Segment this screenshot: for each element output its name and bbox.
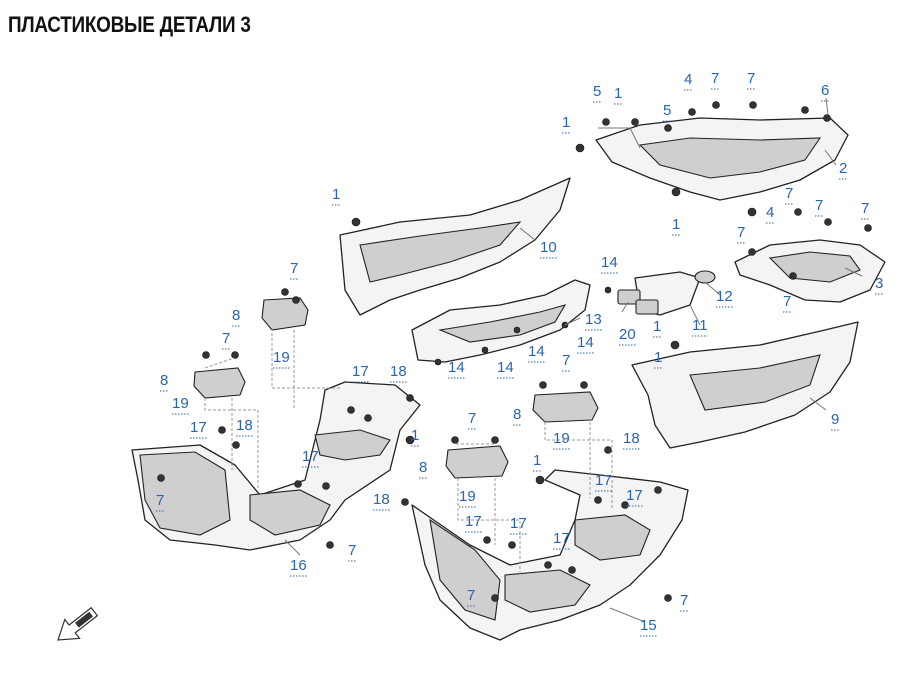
part-16-left-footwell [131,381,421,551]
callout-6: 6 [821,82,829,99]
fastener-set [157,101,872,602]
leader-lines [204,97,863,623]
callout-5: 5 [593,83,601,100]
callout-7: 7 [861,200,869,217]
part-11-cover [617,270,716,316]
callout-1: 1 [411,427,419,444]
callout-3: 3 [875,275,883,292]
callout-14: 14 [528,343,545,360]
callout-1: 1 [614,85,622,102]
callout-19: 19 [459,488,476,505]
callout-4: 4 [766,204,774,221]
part-10-side-panel [339,177,571,316]
callout-7: 7 [815,197,823,214]
callout-8: 8 [419,459,427,476]
callout-17: 17 [302,448,319,465]
callout-17: 17 [465,513,482,530]
callout-15: 15 [640,617,657,634]
callout-18: 18 [373,491,390,508]
callout-1: 1 [533,452,541,469]
callout-7: 7 [747,70,755,87]
forward-direction-arrow-icon [57,606,99,641]
callout-14: 14 [601,254,618,271]
callout-10: 10 [540,239,557,256]
callout-12: 12 [716,288,733,305]
callout-1: 1 [672,216,680,233]
callout-8: 8 [513,406,521,423]
callout-19: 19 [553,430,570,447]
callout-4: 4 [684,71,692,88]
part-3-bracket [734,239,886,303]
callout-7: 7 [156,492,164,509]
callout-7: 7 [680,592,688,609]
callout-5: 5 [663,102,671,119]
callout-19: 19 [172,395,189,412]
callout-7: 7 [562,352,570,369]
part-15-right-footwell [411,469,689,641]
callout-17: 17 [190,419,207,436]
callout-19: 19 [273,349,290,366]
callout-17: 17 [553,530,570,547]
callout-7: 7 [290,260,298,277]
part-8-footrests [193,297,599,479]
callout-8: 8 [232,307,240,324]
part-13-center-tunnel [411,279,591,363]
callout-13: 13 [585,311,602,328]
callout-18: 18 [623,430,640,447]
callout-7: 7 [785,185,793,202]
callout-7: 7 [737,224,745,241]
callout-14: 14 [577,334,594,351]
callout-11: 11 [692,317,708,334]
callout-7: 7 [783,293,791,310]
callout-labels: 1 1 1 1 1 1 1 1 2 3 4 4 5 5 6 7 7 7 7 7 … [156,70,883,634]
callout-1: 1 [654,349,662,366]
page-title: ПЛАСТИКОВЫЕ ДЕТАЛИ 3 [8,12,251,37]
callout-1: 1 [332,186,340,203]
callout-18: 18 [236,417,253,434]
callout-2: 2 [839,160,847,177]
callout-16: 16 [290,557,307,574]
callout-17: 17 [595,472,612,489]
callout-7: 7 [468,410,476,427]
callout-18: 18 [390,363,407,380]
callout-7: 7 [711,70,719,87]
callout-9: 9 [831,411,839,428]
part-2-rear-panel [595,117,849,201]
callout-7: 7 [222,330,230,347]
callout-20: 20 [619,326,636,343]
callout-7: 7 [348,542,356,559]
callout-1: 1 [562,114,570,131]
callout-17: 17 [626,487,643,504]
callout-8: 8 [160,372,168,389]
callout-1: 1 [653,318,661,335]
callout-14: 14 [497,359,514,376]
callout-7: 7 [467,587,475,604]
callout-17: 17 [510,515,527,532]
part-9-side-panel [631,321,859,449]
callout-17: 17 [352,363,369,380]
callout-14: 14 [448,359,465,376]
